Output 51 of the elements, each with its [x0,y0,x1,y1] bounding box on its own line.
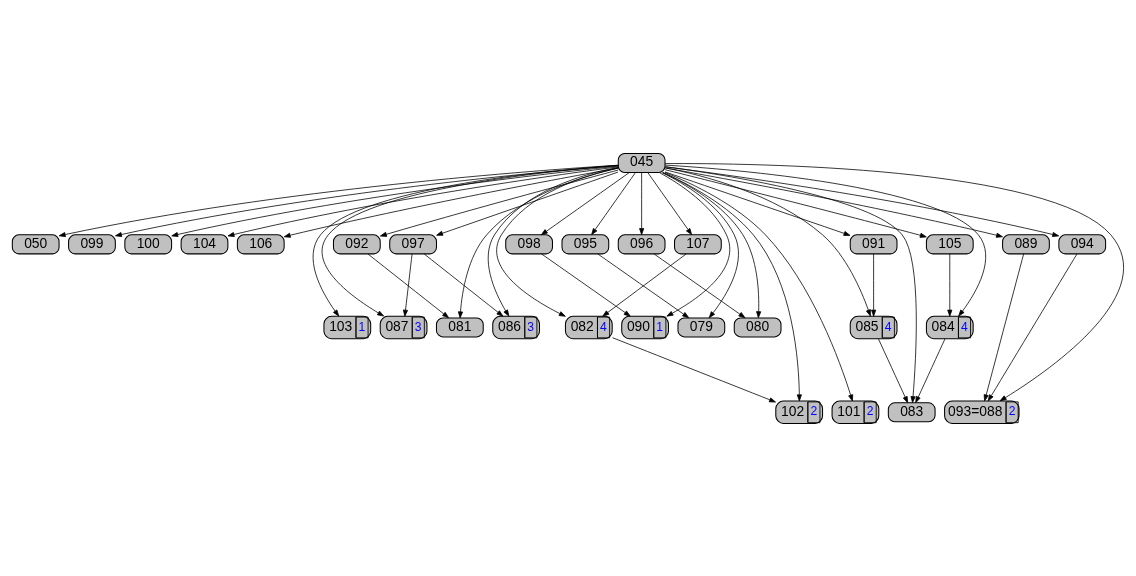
node-box: 050 [11,233,60,254]
arrow [591,171,636,235]
node-box: 081 [435,316,484,337]
node-box: 079 [677,316,726,337]
node-box: 096 [617,233,666,254]
arrow [664,171,854,401]
arrow [612,336,776,402]
arrow [947,253,953,317]
arrow [639,171,645,235]
arrow [541,253,631,317]
node-box: 091 [849,233,898,254]
arrow [457,167,619,318]
node-box: 098 [505,233,553,254]
arrow [664,171,851,236]
arrow [915,337,946,403]
arrow [403,253,413,317]
arrow [983,253,1025,401]
arrow [664,162,1124,401]
arrow [871,253,877,317]
node-box: 097 [389,233,437,254]
node-box: 089 [1002,233,1050,254]
node-box: 045 [617,152,666,173]
node-box: 105 [925,233,974,254]
arrow [653,253,746,318]
node-box: 092 [332,233,381,254]
arrow [436,171,619,236]
node-box: 104 [180,233,229,254]
arrow [987,253,1078,401]
arrow [540,171,630,235]
arrow [664,165,1060,237]
node-box: 099 [68,233,116,254]
node-box: 107 [674,233,722,254]
arrow [664,164,986,316]
arrow [878,337,909,403]
node-box: 106 [236,233,285,254]
node-box: 083 [887,401,936,422]
arrow [283,167,619,238]
node-box: 080 [733,316,782,337]
arrow [662,171,762,318]
arrow [423,253,504,317]
arrow [664,166,871,316]
node-box: 095 [561,233,610,254]
node-box: 094 [1058,233,1107,254]
arrow [647,171,692,235]
node-box: 100 [124,233,173,254]
arrow [367,253,449,318]
arrow [664,167,1003,238]
arrow [664,168,927,238]
arrow [662,171,802,401]
arrow [665,165,917,403]
arrow [380,169,619,237]
